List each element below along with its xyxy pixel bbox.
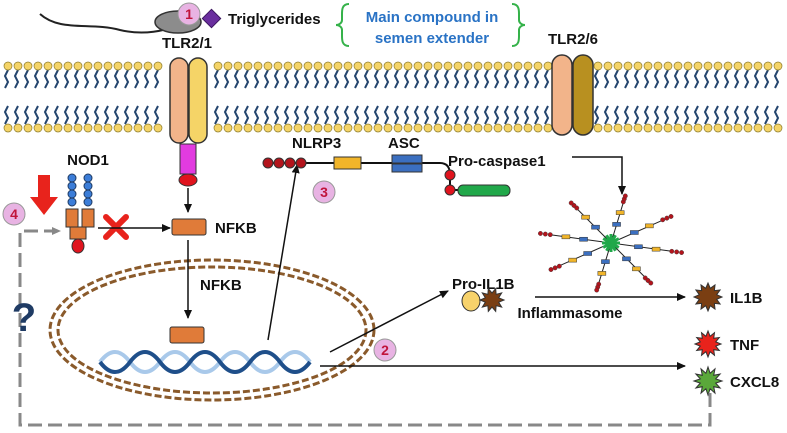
svg-text:2: 2 [381, 342, 389, 358]
step-3-badge: 3 [312, 180, 336, 204]
feedback-arrow [18, 227, 712, 427]
nlrp3-label: NLRP3 [292, 135, 341, 152]
nod1-receptor [65, 173, 95, 254]
triglyceride-diamond-icon [201, 8, 222, 29]
inflammasome-label: Inflammasome [517, 305, 622, 322]
dna-helix-icon [98, 350, 312, 374]
il1b-icon [692, 281, 724, 313]
asc-label: ASC [388, 135, 420, 152]
pro-caspase1-label: Pro-caspase1 [448, 153, 546, 170]
step-2-badge: 2 [373, 338, 397, 362]
bracket [335, 3, 526, 47]
procaspase-inflammasome-arrow [572, 156, 626, 195]
tlr26-label: TLR2/6 [548, 31, 598, 48]
cxcl8-icon [692, 365, 724, 397]
nfkb-nuclear-box [169, 326, 205, 344]
pro-caspase1-protein [439, 162, 511, 197]
sperm-icon [39, 10, 202, 34]
dna-nlrp3-arrow [267, 164, 300, 341]
il1b-label: IL1B [730, 290, 763, 307]
svg-text:4: 4 [10, 206, 18, 222]
main-compound-line2: semen extender [375, 30, 489, 47]
question-mark-icon: ? [12, 296, 36, 340]
nfkb-top-label: NFKB [215, 220, 257, 237]
step-4-badge: 4 [2, 202, 26, 226]
tnf-label: TNF [730, 337, 759, 354]
nfkb-mid-label: NFKB [200, 277, 242, 294]
pro-il1b-label: Pro-IL1B [452, 276, 515, 293]
tnf-icon [693, 329, 723, 359]
svg-text:1: 1 [185, 6, 193, 22]
asc-protein [391, 154, 423, 173]
nfkb-box [171, 218, 207, 236]
main-compound-line1: Main compound in [366, 9, 499, 26]
inflammasome-icon [538, 193, 684, 293]
red-x-icon [103, 214, 129, 240]
pro-il1b-protein [461, 287, 506, 313]
nod1-label: NOD1 [67, 152, 109, 169]
red-down-arrow-icon [30, 175, 58, 215]
dna-proil1b-arrow [329, 290, 449, 353]
svg-text:3: 3 [320, 184, 328, 200]
tlr21-receptor [169, 57, 208, 187]
cell-membrane [3, 61, 783, 133]
step-1-badge: 1 [177, 2, 201, 26]
cxcl8-label: CXCL8 [730, 374, 779, 391]
tlr26-receptor [551, 54, 594, 136]
tlr21-label: TLR2/1 [162, 35, 212, 52]
triglycerides-label: Triglycerides [228, 11, 321, 28]
